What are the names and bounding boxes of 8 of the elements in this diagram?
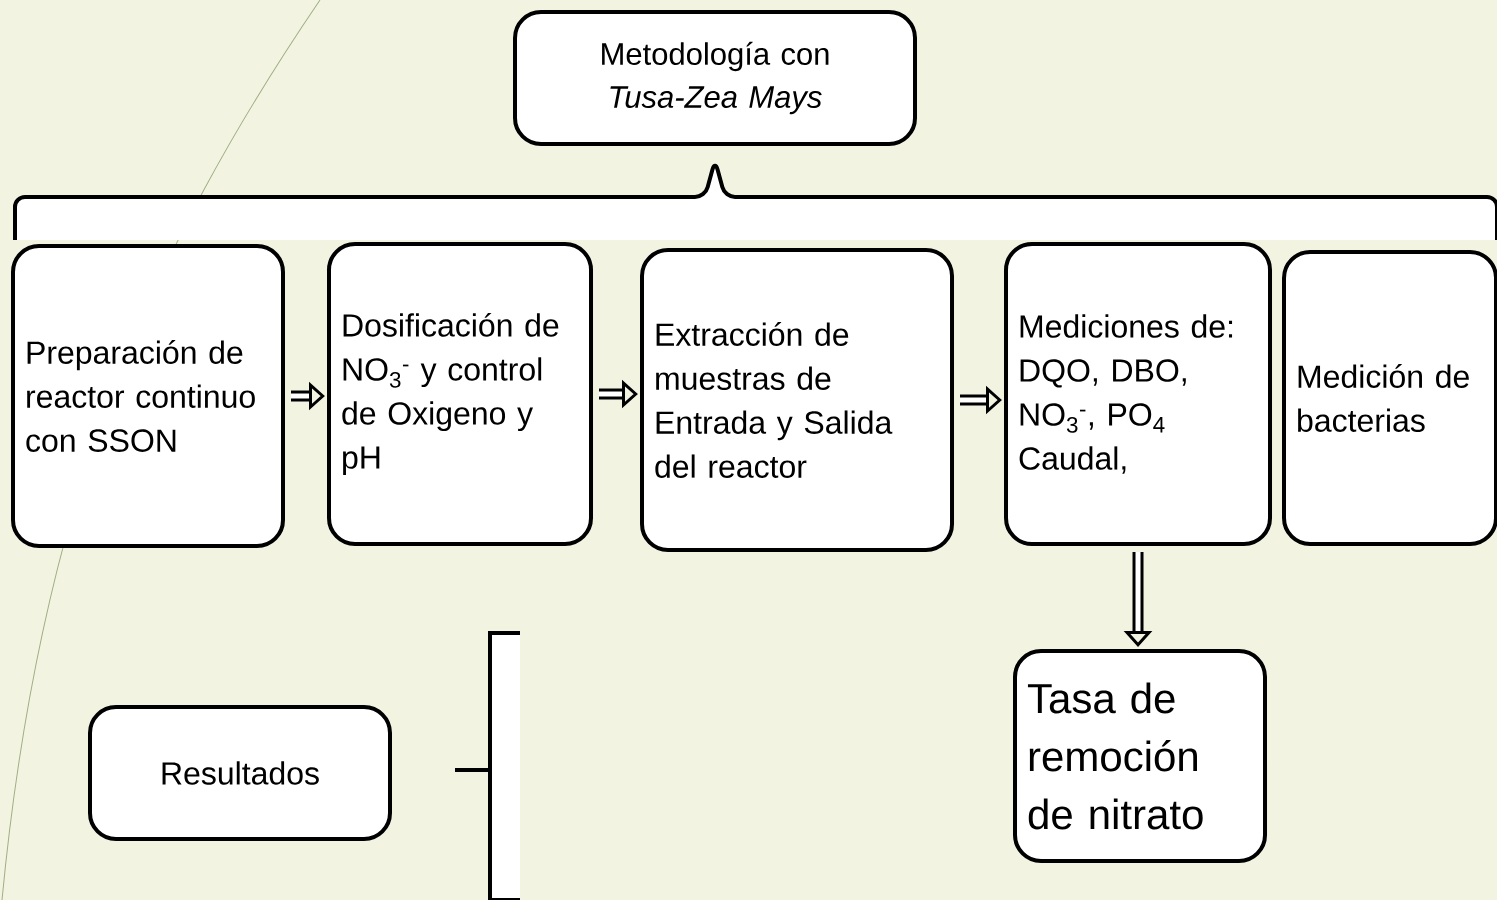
process-box: Resultados <box>88 705 392 841</box>
process-box: Extracción de muestras de Entrada y Salida del reactor <box>640 248 954 552</box>
process-box: Medición de bacterias <box>1282 250 1497 546</box>
process-box: Mediciones de: DQO, DBO, NO$_{3}$$^{-}$, PO$_{4}$ Caudal, <box>1004 242 1272 546</box>
process-box: Dosificación de NO$_{3}$$^{-}$ y control de Oxigeno y pH <box>327 242 593 546</box>
process-box: Tasa de remoción de nitrato <box>1013 649 1267 863</box>
process-box: Metodología con Tusa-Zea Mays <box>513 10 917 146</box>
process-box: Preparación de reactor continuo con SSON <box>11 244 285 548</box>
